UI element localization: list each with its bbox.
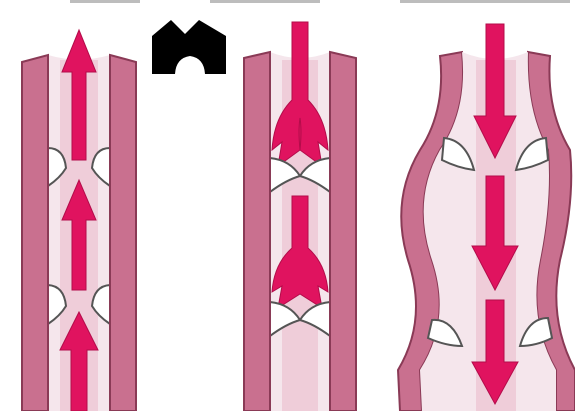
panel-normal-vein [22,30,136,411]
crown-icon [152,20,226,74]
panel-valve-closing [244,22,356,411]
vein-wall-right [330,52,356,411]
cropped-caption-strip [0,0,575,7]
vein-wall-right [110,55,136,411]
panel-varicose-vein [398,24,575,411]
vein-wall-left [22,55,48,411]
vein-wall-left [244,52,270,411]
